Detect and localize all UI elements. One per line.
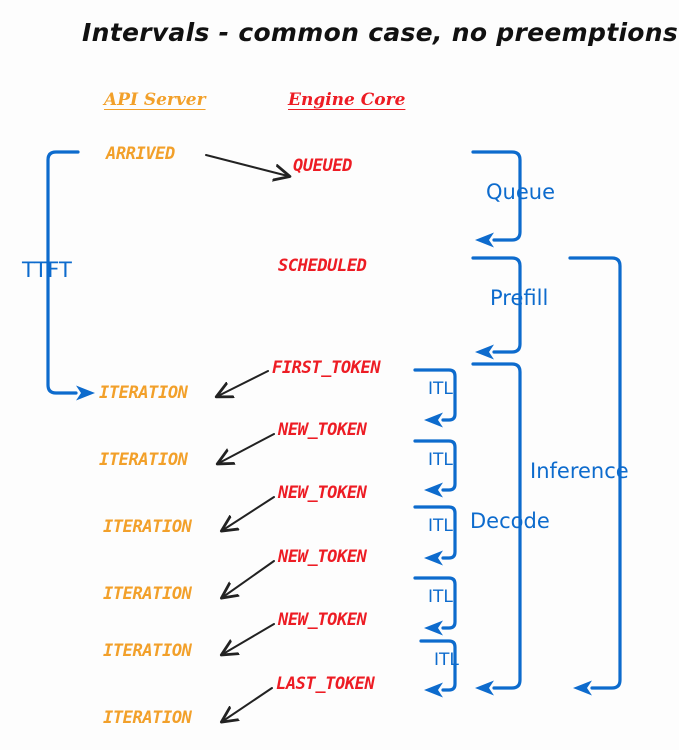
interval-bracket-decode [471, 362, 522, 696]
interval-label-itl-1: ITL [428, 379, 453, 399]
api-event-iteration-3: ITERATION [103, 517, 192, 537]
arrow-arrived-to-queued [205, 154, 288, 176]
arrow-new-token-2-to-iteration [223, 496, 275, 530]
interval-bracket-itl-5 [419, 639, 457, 698]
interval-label-inference: Inference [530, 459, 629, 483]
arrow-new-token-3-to-iteration [223, 560, 275, 597]
interval-bracket-inference [568, 256, 622, 696]
interval-label-decode: Decode [470, 509, 550, 533]
engine-event-new-token-4: NEW_TOKEN [278, 610, 367, 630]
api-event-iteration-4: ITERATION [103, 584, 192, 604]
interval-label-itl-2: ITL [428, 450, 453, 470]
interval-label-itl-4: ITL [428, 587, 453, 607]
api-event-iteration-1: ITERATION [99, 383, 188, 403]
interval-label-itl-5: ITL [434, 650, 459, 670]
interval-bracket-itl-4 [413, 576, 457, 636]
interval-bracket-itl-3 [413, 505, 457, 566]
arrow-first-token-to-iteration [218, 370, 269, 396]
interval-bracket-queue [471, 150, 522, 248]
engine-event-last-token: LAST_TOKEN [276, 674, 375, 694]
api-event-iteration-6: ITERATION [103, 708, 192, 728]
arrow-new-token-1-to-iteration [219, 433, 275, 463]
column-header-engine-core: Engine Core [288, 90, 406, 110]
arrow-last-token-to-iteration [223, 687, 273, 721]
arrow-new-token-4-to-iteration [223, 623, 275, 654]
column-header-api-server: API Server [104, 90, 206, 110]
engine-event-new-token-3: NEW_TOKEN [278, 547, 367, 567]
engine-event-queued: QUEUED [293, 156, 353, 176]
api-event-arrived: ARRIVED [106, 144, 175, 164]
interval-bracket-prefill [471, 256, 522, 360]
api-event-iteration-5: ITERATION [103, 641, 192, 661]
interval-bracket-itl-2 [413, 439, 457, 498]
api-event-iteration-2: ITERATION [99, 450, 188, 470]
interval-bracket-itl-1 [413, 368, 457, 428]
interval-label-itl-3: ITL [428, 516, 453, 536]
engine-event-new-token-1: NEW_TOKEN [278, 420, 367, 440]
interval-bracket-ttft [46, 150, 95, 401]
engine-event-new-token-2: NEW_TOKEN [278, 483, 367, 503]
engine-event-scheduled: SCHEDULED [278, 256, 367, 276]
page-title: Intervals - common case, no preemptions [82, 18, 679, 47]
engine-event-first-token: FIRST_TOKEN [272, 358, 381, 378]
